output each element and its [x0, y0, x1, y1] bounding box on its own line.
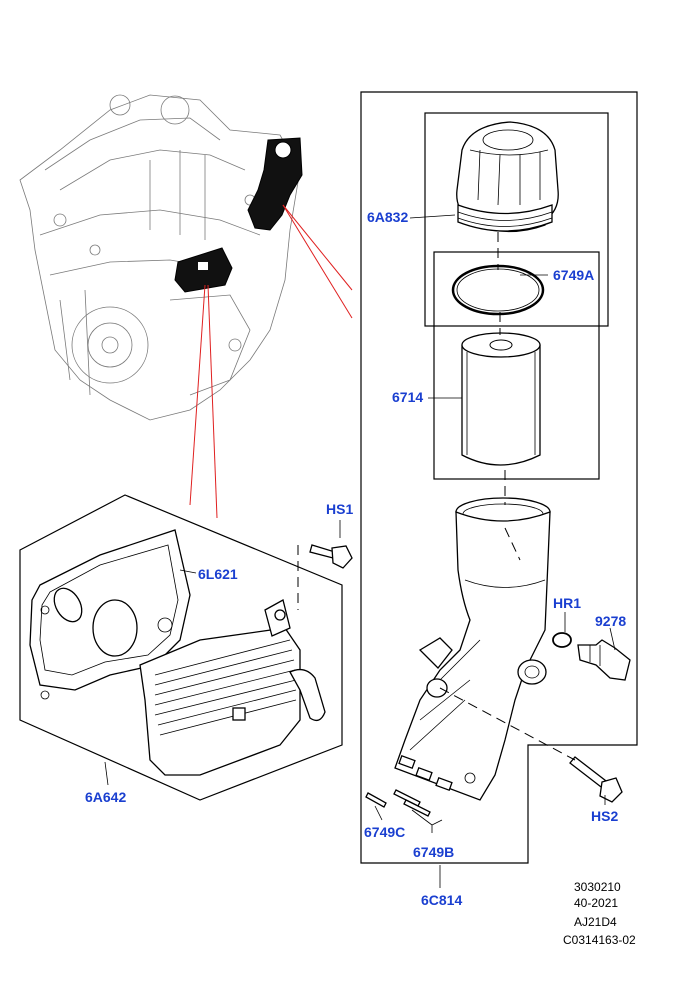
callout-6714[interactable]: 6714 — [392, 389, 423, 405]
assembly-dash-lines — [439, 232, 576, 761]
callout-hs2[interactable]: HS2 — [591, 808, 618, 824]
reference-block: 3030210 40-2021 AJ21D4 C0314163-02 — [563, 880, 636, 947]
housing-gaskets-part — [365, 789, 431, 817]
oil-filter-assembly-frame — [360, 91, 638, 864]
engine-overview-illustration — [19, 94, 303, 421]
reference-line-1: 3030210 — [574, 880, 621, 894]
reference-line-4: C0314163-02 — [563, 933, 636, 947]
callout-hs1[interactable]: HS1 — [326, 501, 353, 517]
oil-cooler-part — [139, 599, 326, 776]
oil-filter-cap-part — [456, 121, 559, 233]
oil-pressure-sensor-part — [552, 632, 631, 681]
callout-6l621[interactable]: 6L621 — [198, 566, 238, 582]
oil-filter-element-part — [461, 332, 541, 466]
reference-line-3: AJ21D4 — [574, 915, 617, 929]
callout-hr1[interactable]: HR1 — [553, 595, 581, 611]
callout-6a832[interactable]: 6A832 — [367, 209, 408, 225]
callout-leaders — [104, 214, 616, 888]
callout-6c814[interactable]: 6C814 — [421, 892, 462, 908]
o-ring-part — [451, 264, 545, 316]
callout-9278[interactable]: 9278 — [595, 613, 626, 629]
callout-6749a[interactable]: 6749A — [553, 267, 594, 283]
oil-filter-housing-part — [394, 497, 551, 801]
red-leader-lines — [189, 204, 353, 519]
cooler-bolt-part — [309, 544, 353, 569]
housing-bolt-part — [569, 756, 623, 803]
oil-cooler-gasket-part — [29, 529, 191, 700]
oil-cooler-assembly-frame — [19, 494, 343, 801]
callout-6a642[interactable]: 6A642 — [85, 789, 126, 805]
callout-6749b[interactable]: 6749B — [413, 844, 454, 860]
reference-line-2: 40-2021 — [574, 896, 618, 910]
callout-6749c[interactable]: 6749C — [364, 824, 405, 840]
